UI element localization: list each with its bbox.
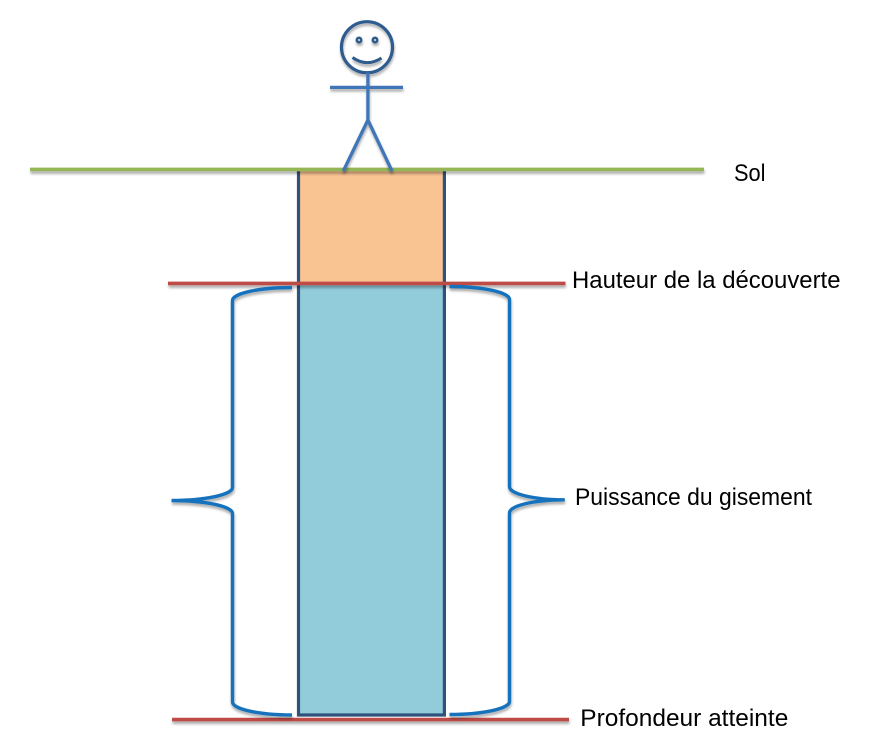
svg-text:Profondeur atteinte: Profondeur atteinte [580, 705, 788, 732]
svg-text:Sol: Sol [734, 160, 766, 187]
svg-text:Hauteur de la découverte: Hauteur de la découverte [572, 267, 841, 294]
svg-text:Puissance du gisement: Puissance du gisement [575, 484, 812, 511]
